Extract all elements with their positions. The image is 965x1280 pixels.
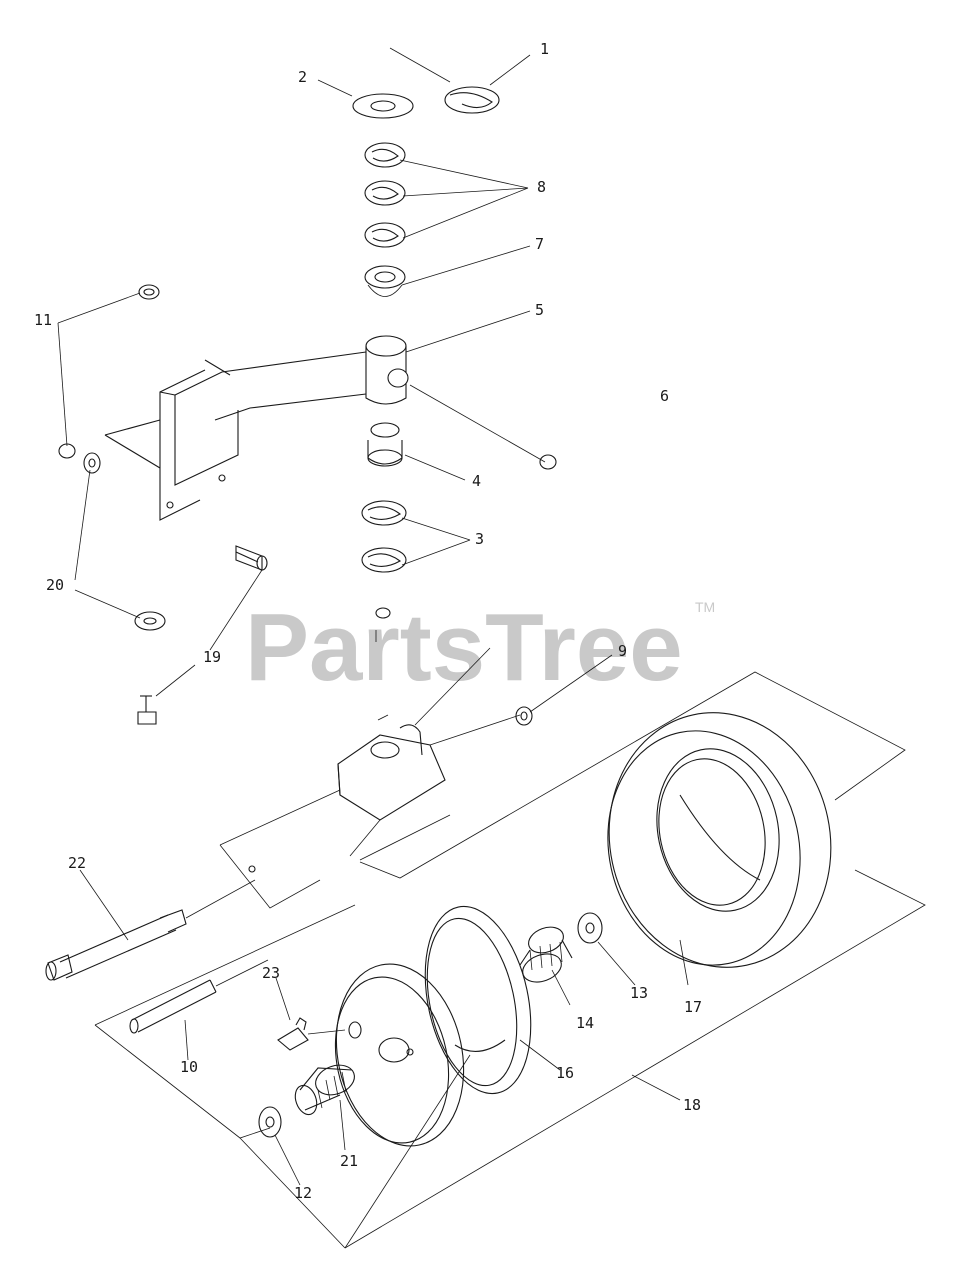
callout-13: 13	[630, 984, 648, 1002]
axle-bolt	[45, 879, 256, 981]
callout-19: 19	[203, 648, 221, 666]
callout-14: 14	[576, 1014, 594, 1032]
wheel-rim-half-left	[334, 963, 465, 1147]
spring-washer-stack	[364, 142, 406, 248]
callout-12: 12	[294, 1184, 312, 1202]
jam-nut	[539, 454, 557, 470]
watermark-text: PartsTree	[245, 594, 683, 701]
caster-fork	[219, 714, 521, 909]
roller-bearing-right	[519, 926, 573, 983]
callout-10: 10	[180, 1058, 198, 1076]
callout-1: 1	[540, 40, 549, 58]
thrust-washer-right	[577, 912, 603, 944]
hex-bolt-small	[137, 695, 157, 725]
lock-nut-right	[515, 706, 533, 726]
callout-7: 7	[535, 235, 544, 253]
roller-bearing-left	[294, 1064, 355, 1116]
washer-lower-left	[134, 611, 166, 631]
callout-2: 2	[298, 68, 307, 86]
callout-11: 11	[34, 311, 52, 329]
callout-23: 23	[262, 964, 280, 982]
callout-21: 21	[340, 1152, 358, 1170]
spacer	[375, 607, 391, 642]
wheel-rim-half-right	[424, 905, 532, 1095]
hex-nut-small	[138, 284, 160, 300]
assembly-plane-outlines	[94, 671, 926, 1249]
bushing-upper	[364, 265, 406, 297]
spacer-tube	[129, 959, 269, 1034]
thrust-washer-left	[258, 1106, 282, 1138]
callout-5: 5	[535, 301, 544, 319]
callout-4: 4	[472, 472, 481, 490]
caster-arm	[104, 335, 409, 521]
washer-left	[83, 452, 101, 474]
callout-18: 18	[683, 1096, 701, 1114]
callout-leaders	[57, 54, 689, 1186]
callout-20: 20	[46, 576, 64, 594]
tire	[607, 712, 832, 968]
watermark-trademark: TM	[695, 599, 715, 615]
callout-8: 8	[537, 178, 546, 196]
callout-22: 22	[68, 854, 86, 872]
spring-washers-lower	[361, 500, 407, 573]
callout-16: 16	[556, 1064, 574, 1082]
callout-6: 6	[660, 387, 669, 405]
callout-3: 3	[475, 530, 484, 548]
bushing-lower	[367, 422, 403, 467]
callout-labels: 1 2 8 7 5 6 4 3 11 20 19 9 22 10 23 21 1…	[34, 40, 702, 1202]
grease-fitting	[277, 1017, 346, 1051]
callout-17: 17	[684, 998, 702, 1016]
flat-washer	[352, 93, 414, 119]
carriage-bolt	[235, 545, 268, 571]
hitch-pin	[389, 47, 500, 114]
lock-nut	[58, 443, 76, 459]
callout-9: 9	[618, 642, 627, 660]
